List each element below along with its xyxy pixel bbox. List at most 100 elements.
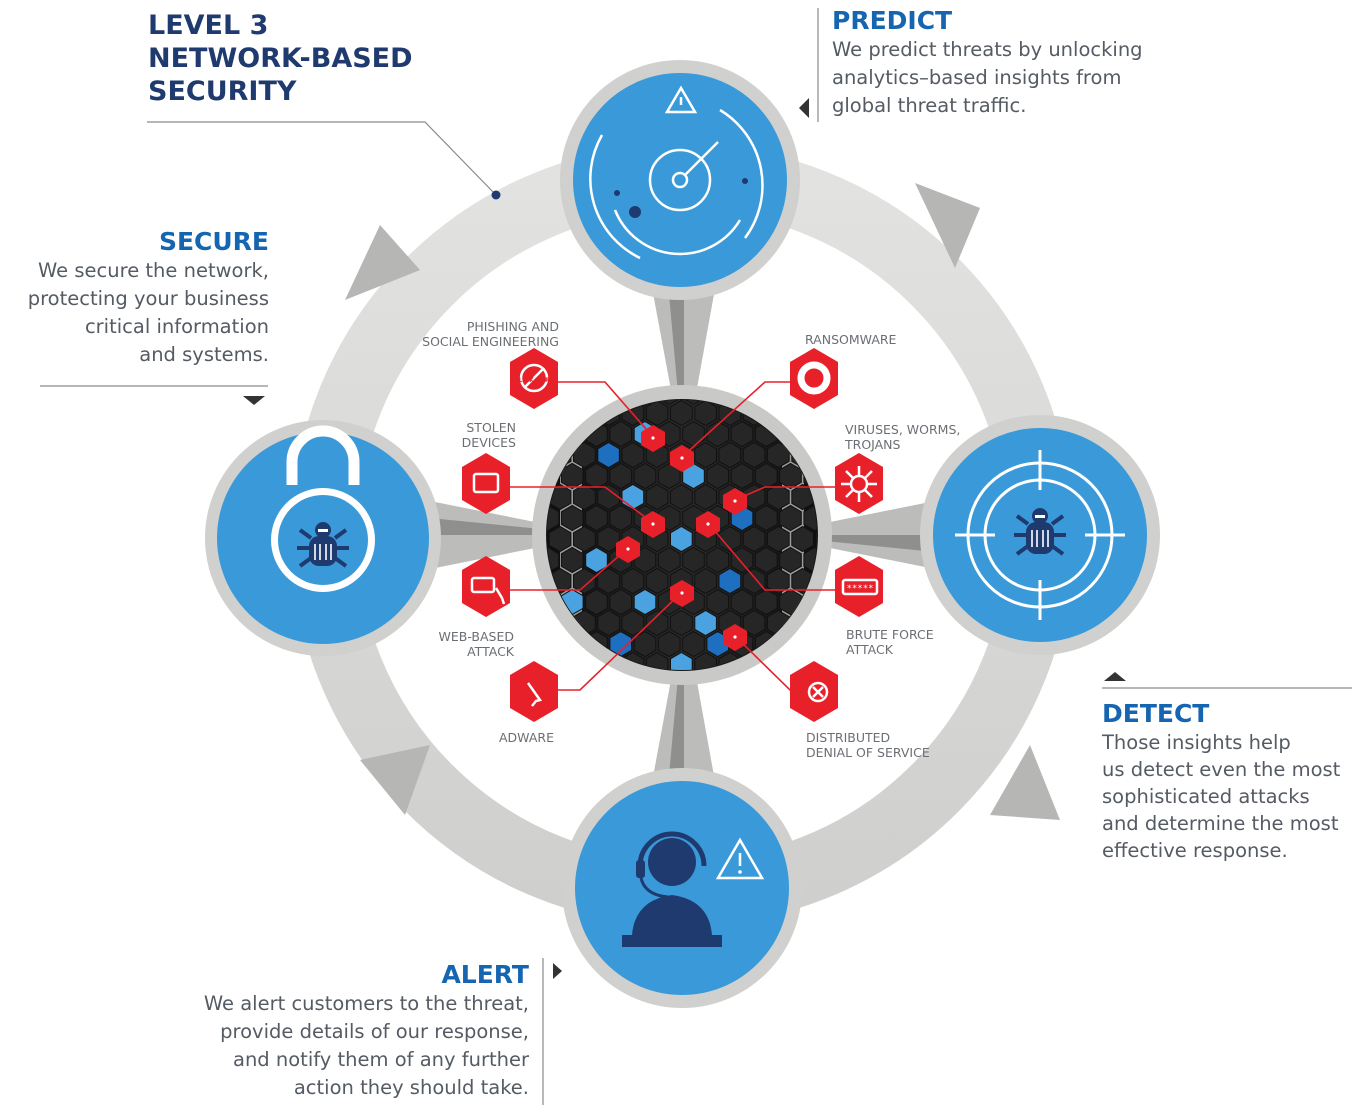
hex-cell (548, 400, 572, 427)
hex-cell (779, 504, 802, 532)
hex-cell (768, 695, 790, 720)
hex-cell (682, 420, 705, 448)
hex-cell (706, 462, 730, 490)
detect-line: Those insights help (1102, 731, 1291, 754)
hex-cell (840, 779, 862, 804)
hex-cell (767, 567, 790, 595)
threat-label-stolen-devices: STOLEN DEVICES (461, 420, 516, 450)
threat-label-line: PHISHING AND (466, 319, 559, 334)
hex-cell (694, 609, 717, 637)
web-attack-badge (462, 556, 510, 617)
hex-cell (792, 779, 814, 804)
hex-cell (852, 380, 874, 405)
hex-cell (706, 546, 730, 574)
hex-cell (730, 588, 754, 616)
stolen-devices-badge (462, 453, 510, 514)
hand-device-icon (472, 472, 500, 494)
keyboard-icon (470, 576, 496, 594)
hex-cell (598, 737, 620, 762)
title-line: SECURITY (148, 76, 297, 107)
threat-label-line: ATTACK (467, 643, 514, 659)
crosshair-bug-icon (955, 450, 1125, 620)
secure-line: We secure the network, (38, 259, 269, 282)
hex-cell (719, 695, 741, 720)
hex-cell (547, 630, 560, 658)
ddos-icon (807, 681, 829, 703)
hex-cell (730, 420, 754, 448)
direction-markers (243, 98, 1126, 979)
hex-cell (657, 462, 681, 490)
hex-cell (622, 737, 644, 762)
alert-block: ALERT We alert customers to the threat, … (204, 960, 529, 1102)
threat-label-line: VIRUSES, WORMS, (845, 422, 961, 437)
ransomware-badge (790, 348, 838, 409)
hex-cell (610, 758, 632, 783)
detect-line: sophisticated attacks (1102, 785, 1310, 808)
badge-glyphs (470, 361, 879, 707)
hex-cell (609, 504, 633, 532)
predict-heading: PREDICT (832, 6, 953, 35)
no-click-icon (519, 363, 549, 393)
hex-cell (561, 758, 583, 783)
hex-cell (609, 588, 633, 616)
detect-arrow-icon (1104, 672, 1126, 681)
detect-line: and determine the most (1102, 812, 1339, 835)
hex-cell (767, 525, 790, 553)
hex-cell (754, 504, 778, 532)
hex-cell (780, 800, 802, 825)
hex-cell (657, 630, 681, 658)
secure-line: and systems. (139, 343, 269, 366)
hex-cell (755, 716, 777, 741)
hex-cell (682, 546, 705, 574)
secure-line: protecting your business (27, 287, 269, 310)
hex-cell (573, 441, 596, 469)
threat-label-ddos: DISTRIBUTED DENIAL OF SERVICE (806, 730, 930, 760)
hex-cell (816, 779, 838, 804)
alert-line: action they should take. (293, 1076, 529, 1099)
threat-label-brute-force: BRUTE FORCE ATTACK (846, 627, 934, 657)
hex-cell (706, 588, 730, 616)
hex-cell (865, 695, 887, 720)
hex-cell (803, 630, 817, 658)
hex-cell (597, 567, 620, 595)
threat-label-line: TROJANS (845, 436, 901, 452)
hex-cell (767, 441, 790, 469)
threat-label-line: DEVICES (461, 434, 516, 450)
secure-arrow-icon (243, 396, 265, 405)
secure-line: critical information (84, 315, 269, 338)
hex-cell (731, 674, 753, 699)
hex-cell (645, 483, 669, 511)
threat-label-line: BRUTE FORCE (846, 627, 934, 642)
radar-icon (589, 85, 764, 260)
alert-line: and notify them of any further (233, 1048, 529, 1071)
hex-cell (694, 651, 717, 670)
hex-cell (597, 609, 620, 637)
hex-cell (768, 779, 790, 804)
hex-cell (549, 779, 571, 804)
hex-cell (670, 609, 693, 637)
hex-cell (547, 420, 560, 448)
hex-cell (610, 674, 632, 699)
hex-cell (754, 462, 778, 490)
hex-cell (670, 525, 693, 553)
title-pointer-dot (491, 190, 501, 200)
hex-cell (561, 674, 583, 699)
hex-cell (718, 525, 742, 553)
hex-cell (718, 441, 742, 469)
hex-cell (573, 651, 596, 670)
viruses-badge (835, 453, 883, 514)
hex-cell (694, 567, 717, 595)
ddos-badge (790, 661, 838, 722)
hex-cell (670, 483, 693, 511)
hex-cell (645, 567, 669, 595)
predict-arrow-icon (799, 98, 809, 118)
hex-cell (597, 483, 620, 511)
node-alert (562, 768, 802, 1008)
hex-cell (585, 504, 608, 532)
password-field-icon (841, 578, 879, 596)
hex-cell (767, 651, 790, 670)
hex-cell (780, 716, 802, 741)
hex-cell (730, 546, 754, 574)
hex-cell (755, 758, 777, 783)
